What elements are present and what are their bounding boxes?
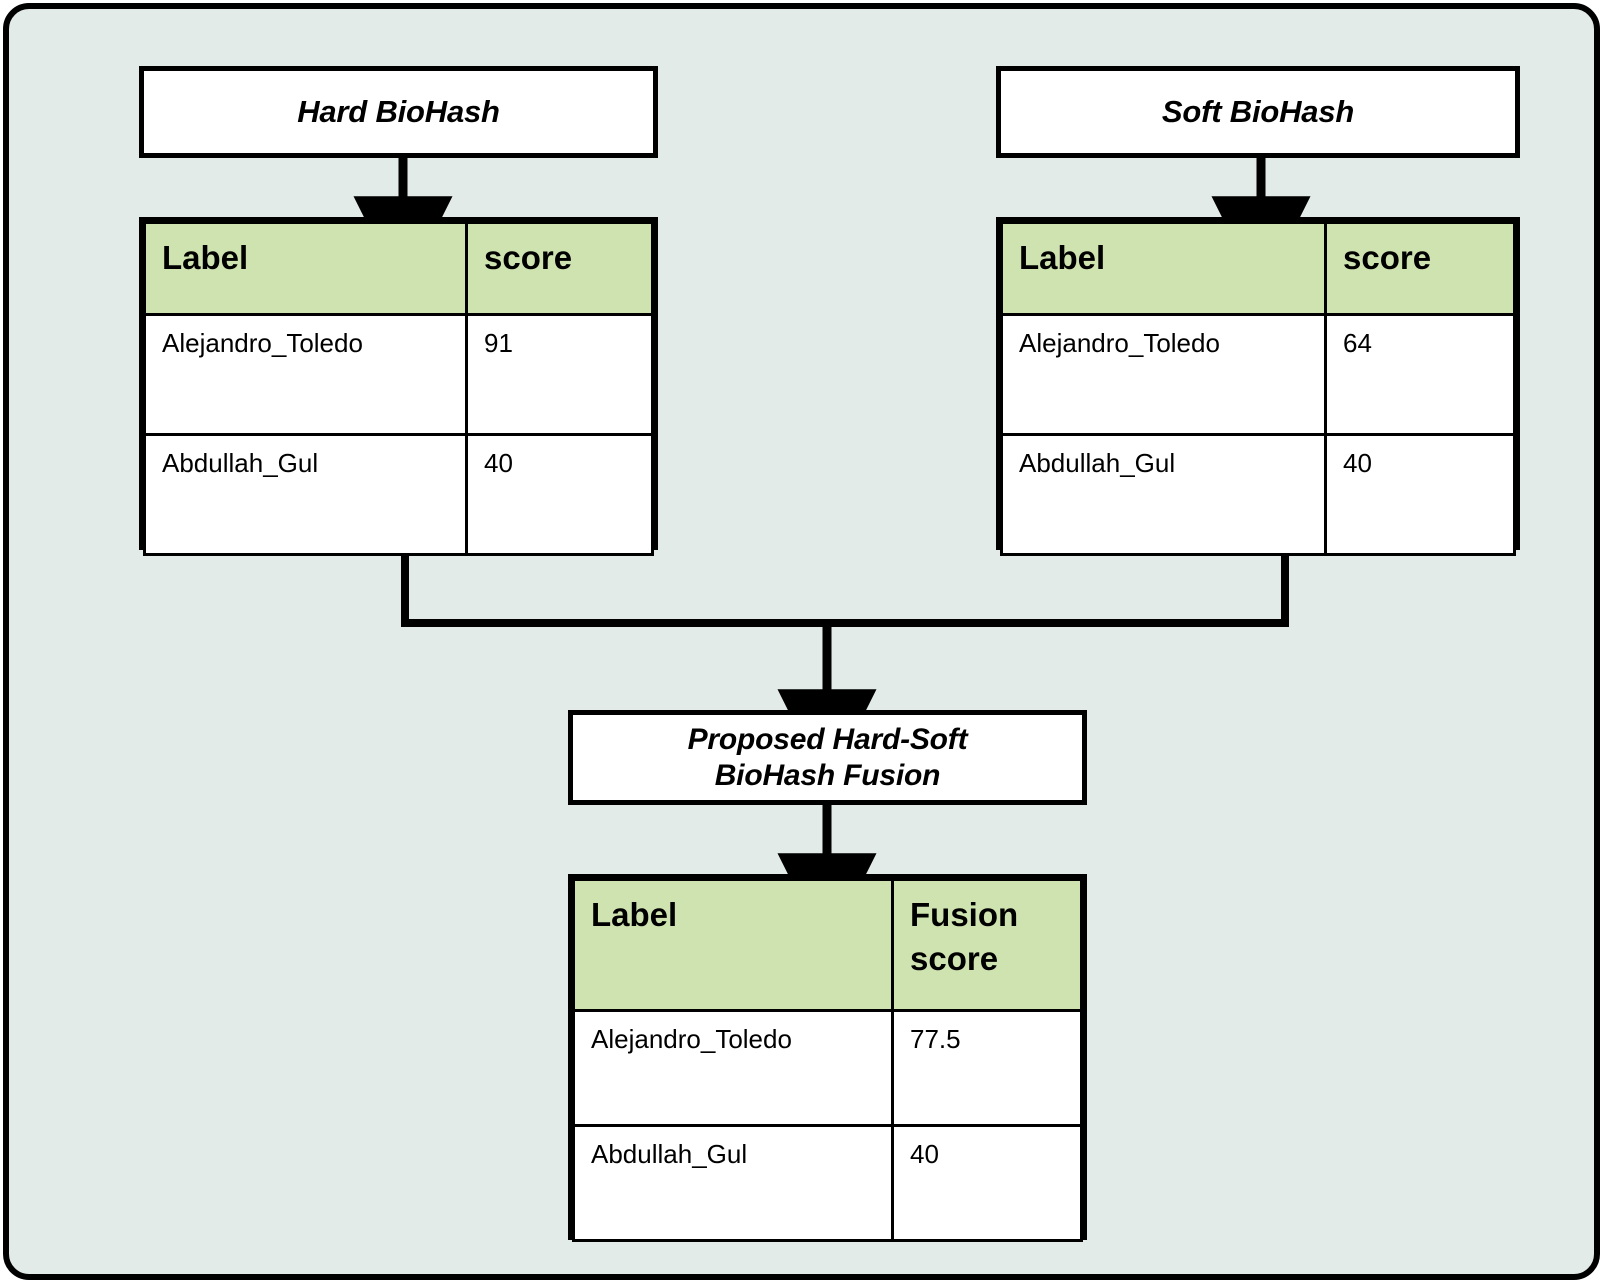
column-header-score: score	[465, 221, 654, 316]
cell-score: 64	[1324, 313, 1516, 436]
column-header-label: Label	[1000, 221, 1327, 316]
cell-label: Abdullah_Gul	[1000, 433, 1327, 556]
table-row: Alejandro_Toledo 64	[1000, 313, 1516, 436]
hard-biohash-score-table: Label score Alejandro_Toledo 91 Abdullah…	[139, 217, 658, 556]
fusion-score-table: Label Fusion score Alejandro_Toledo 77.5…	[568, 874, 1087, 1242]
soft-biohash-score-table: Label score Alejandro_Toledo 64 Abdullah…	[996, 217, 1520, 556]
proposed-fusion-label-line2: BioHash Fusion	[714, 758, 941, 792]
cell-score: 40	[465, 433, 654, 556]
cell-score: 77.5	[891, 1009, 1083, 1127]
cell-label: Alejandro_Toledo	[143, 313, 468, 436]
cell-label: Abdullah_Gul	[143, 433, 468, 556]
column-header-score: score	[1324, 221, 1516, 316]
table-header-row: Label score	[143, 221, 654, 316]
hard-biohash-box[interactable]: Hard BioHash	[139, 66, 658, 158]
column-header-label: Label	[143, 221, 468, 316]
soft-biohash-box[interactable]: Soft BioHash	[996, 66, 1520, 158]
cell-label: Abdullah_Gul	[572, 1124, 894, 1242]
table-row: Alejandro_Toledo 77.5	[572, 1009, 1083, 1127]
cell-label: Alejandro_Toledo	[1000, 313, 1327, 436]
table-header-row: Label score	[1000, 221, 1516, 316]
table-row: Abdullah_Gul 40	[572, 1124, 1083, 1242]
hard-biohash-label: Hard BioHash	[297, 93, 500, 129]
cell-label: Alejandro_Toledo	[572, 1009, 894, 1127]
soft-biohash-label: Soft BioHash	[1161, 93, 1355, 129]
table-header-row: Label Fusion score	[572, 878, 1083, 1012]
cell-score: 40	[891, 1124, 1083, 1242]
column-header-fusion-score-line2: score	[910, 939, 999, 977]
column-header-fusion-score-line1: Fusion	[910, 896, 1019, 933]
proposed-fusion-box[interactable]: Proposed Hard-Soft BioHash Fusion	[568, 710, 1087, 805]
cell-score: 40	[1324, 433, 1516, 556]
table-row: Abdullah_Gul 40	[143, 433, 654, 556]
proposed-fusion-label-line1: Proposed Hard-Soft	[687, 723, 968, 757]
table-row: Alejandro_Toledo 91	[143, 313, 654, 436]
cell-score: 91	[465, 313, 654, 436]
column-header-fusion-score: Fusion score	[891, 878, 1083, 1012]
column-header-label: Label	[572, 878, 894, 1012]
proposed-fusion-label: Proposed Hard-Soft BioHash Fusion	[688, 722, 968, 793]
table-row: Abdullah_Gul 40	[1000, 433, 1516, 556]
